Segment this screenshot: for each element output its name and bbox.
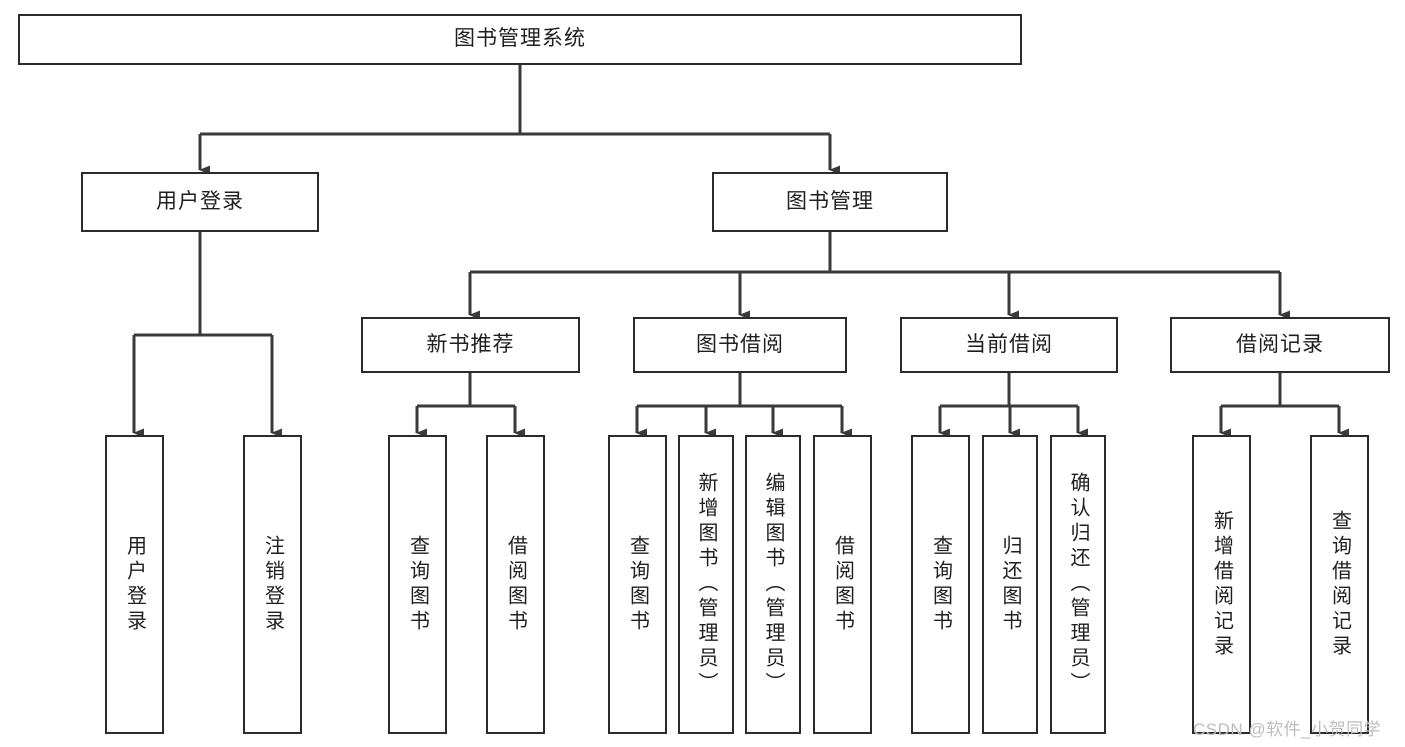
node-current[interactable]: 当前借阅 <box>900 317 1118 373</box>
node-label-current: 当前借阅 <box>965 332 1053 356</box>
node-label-leaf-borrow-add: 新增图书（管理员） <box>695 472 717 697</box>
node-leaf-user-logout[interactable]: 注销登录 <box>243 435 302 734</box>
node-label-borrow: 图书借阅 <box>696 332 784 356</box>
node-label-leaf-newbook-borrow: 借阅图书 <box>504 534 527 635</box>
node-label-record: 借阅记录 <box>1236 332 1324 356</box>
node-label-leaf-record-add: 新增借阅记录 <box>1210 509 1233 660</box>
node-label-leaf-newbook-query: 查询图书 <box>406 534 429 635</box>
node-label-leaf-current-query: 查询图书 <box>929 534 952 635</box>
node-leaf-current-query[interactable]: 查询图书 <box>911 435 970 734</box>
node-label-leaf-user-logout: 注销登录 <box>261 534 284 635</box>
node-label-leaf-current-return: 归还图书 <box>999 534 1021 635</box>
node-label-root: 图书管理系统 <box>454 27 586 51</box>
node-leaf-newbook-query[interactable]: 查询图书 <box>388 435 447 734</box>
node-leaf-newbook-borrow[interactable]: 借阅图书 <box>486 435 545 734</box>
node-label-leaf-record-query: 查询借阅记录 <box>1328 509 1351 660</box>
node-label-leaf-borrow-edit: 编辑图书（管理员） <box>762 472 784 697</box>
node-label-bookmgr: 图书管理 <box>786 189 874 213</box>
node-bookmgr[interactable]: 图书管理 <box>712 172 948 232</box>
node-label-login: 用户登录 <box>156 189 244 213</box>
node-leaf-record-add[interactable]: 新增借阅记录 <box>1192 435 1251 734</box>
node-leaf-borrow-add[interactable]: 新增图书（管理员） <box>678 435 734 734</box>
node-leaf-record-query[interactable]: 查询借阅记录 <box>1310 435 1369 734</box>
node-leaf-borrow-query[interactable]: 查询图书 <box>608 435 667 734</box>
node-record[interactable]: 借阅记录 <box>1170 317 1390 373</box>
node-label-leaf-borrow-query: 查询图书 <box>626 534 649 635</box>
connector-paths <box>132 65 1349 438</box>
node-leaf-current-confirm[interactable]: 确认归还（管理员） <box>1050 435 1106 734</box>
node-label-newbook: 新书推荐 <box>426 332 515 356</box>
node-leaf-user-login[interactable]: 用户登录 <box>105 435 164 734</box>
node-leaf-borrow-edit[interactable]: 编辑图书（管理员） <box>745 435 801 734</box>
node-login[interactable]: 用户登录 <box>81 172 319 232</box>
node-leaf-borrow-lend[interactable]: 借阅图书 <box>813 435 872 734</box>
node-label-leaf-borrow-lend: 借阅图书 <box>831 534 854 635</box>
node-newbook[interactable]: 新书推荐 <box>361 317 580 373</box>
node-label-leaf-current-confirm: 确认归还（管理员） <box>1067 472 1089 697</box>
node-root[interactable]: 图书管理系统 <box>18 14 1022 65</box>
node-borrow[interactable]: 图书借阅 <box>633 317 847 373</box>
node-label-leaf-user-login: 用户登录 <box>123 534 146 635</box>
node-leaf-current-return[interactable]: 归还图书 <box>982 435 1038 734</box>
